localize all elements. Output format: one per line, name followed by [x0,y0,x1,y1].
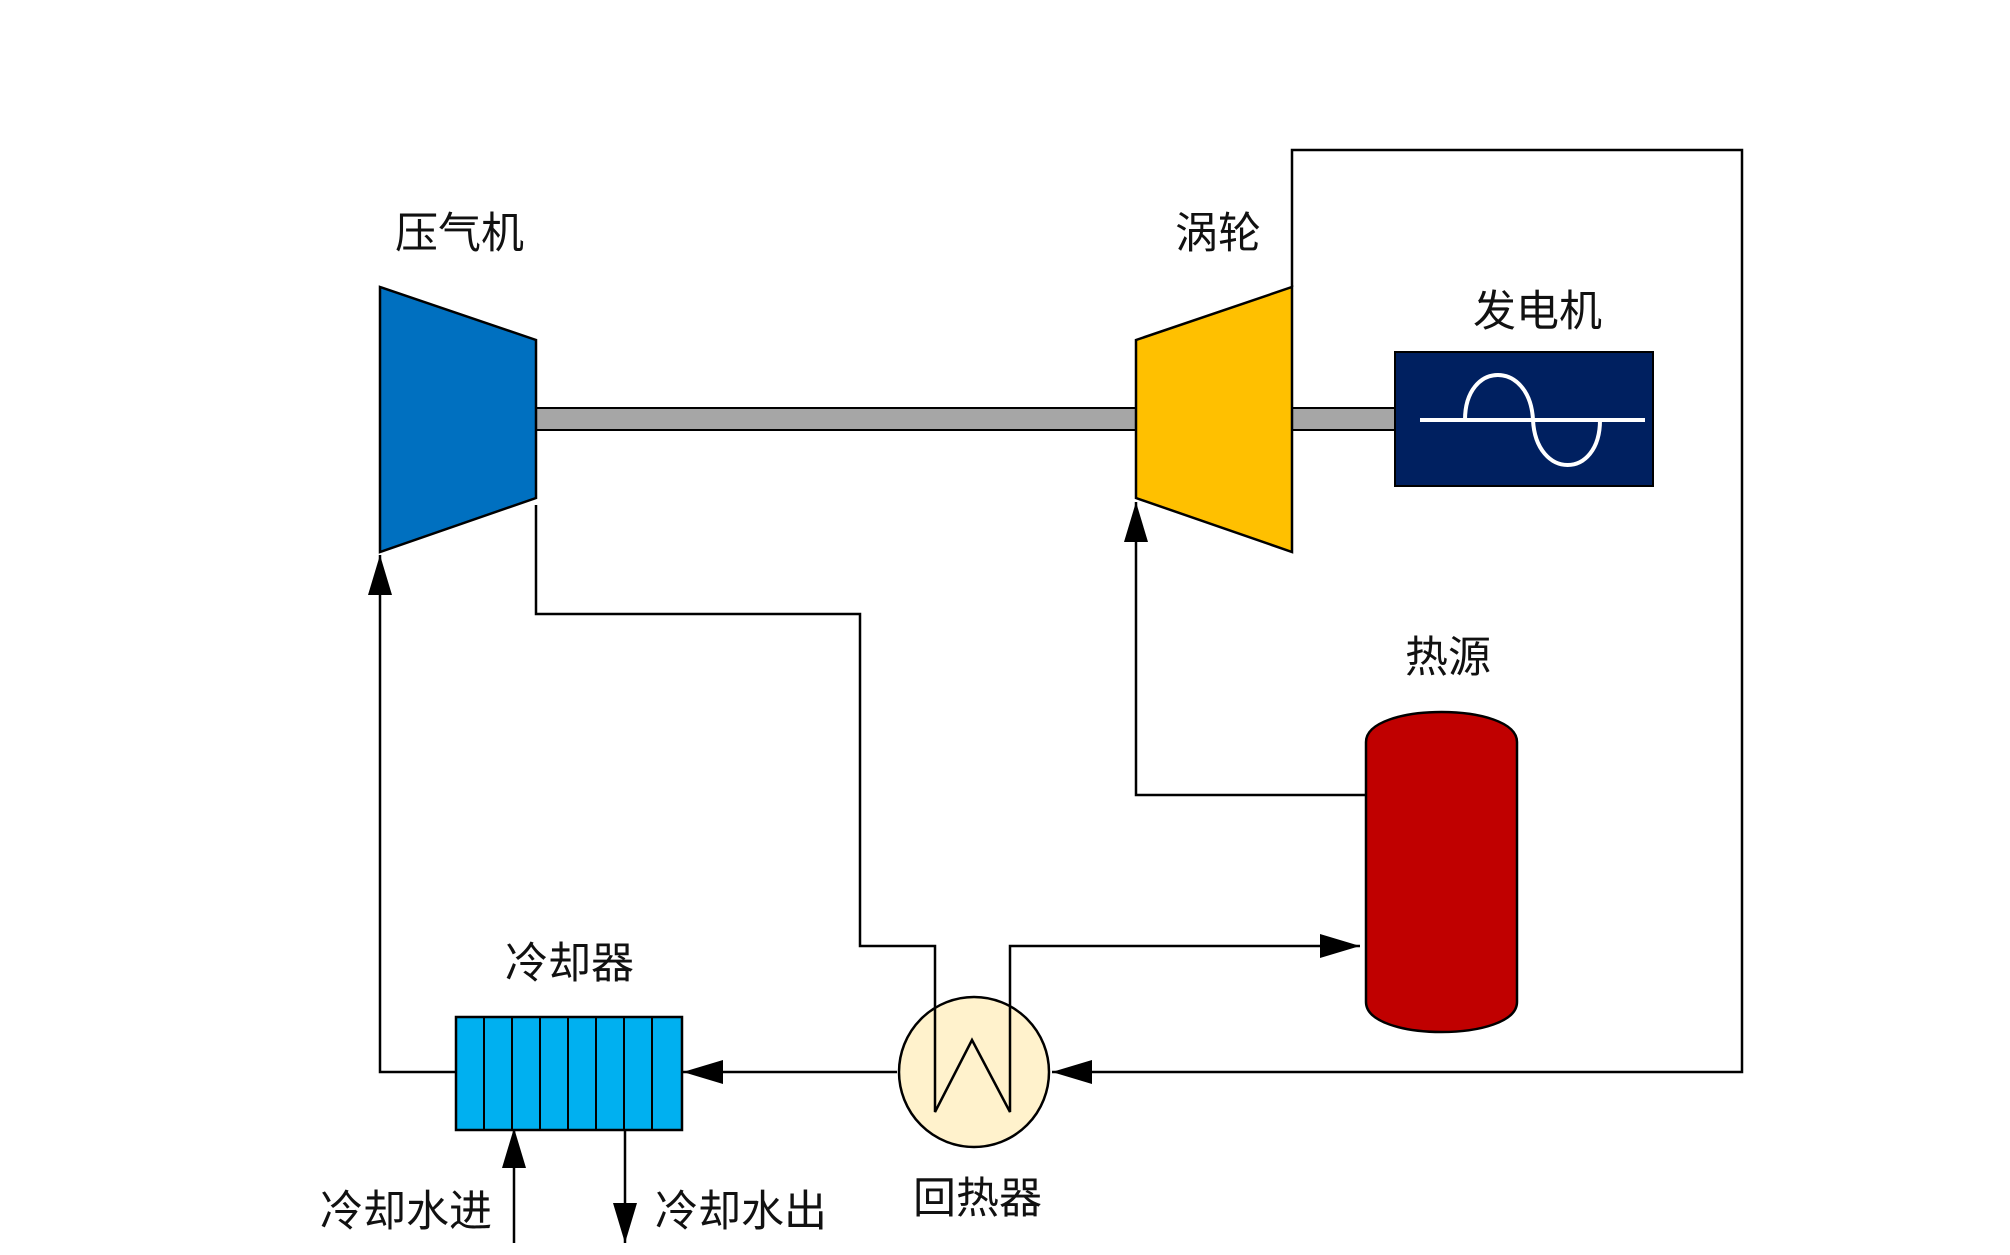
zigzag-coil-icon [933,1005,1012,1113]
compressor [378,285,538,554]
cooler [454,1015,684,1132]
cooler-label: 冷却器 [505,939,634,989]
compressor-label: 压气机 [395,209,524,259]
recuperator [897,995,1051,1149]
heat-source-label: 热源 [1405,633,1491,683]
generator-shaft [1289,407,1396,431]
cooling-water-out-label: 冷却水出 [655,1187,827,1237]
flow-heat-source-to-turbine [1124,502,1366,797]
flow-cooler-to-compressor [368,555,456,1074]
recuperator-label: 回热器 [913,1174,1042,1224]
flow-recuperator-to-heat-source [1008,934,1360,1005]
cooling-water-in-label: 冷却水进 [320,1187,492,1237]
generator [1394,351,1654,487]
generator-label: 发电机 [1473,287,1602,337]
turbine [1134,285,1294,554]
sine-wave-icon [1420,373,1645,467]
flow-turbine-exhaust-to-recuperator [1052,148,1744,1084]
heat-source [1364,710,1519,1034]
main-shaft [535,407,1144,431]
turbine-label: 涡轮 [1175,209,1261,259]
flow-compressor-to-recuperator [534,505,937,1005]
